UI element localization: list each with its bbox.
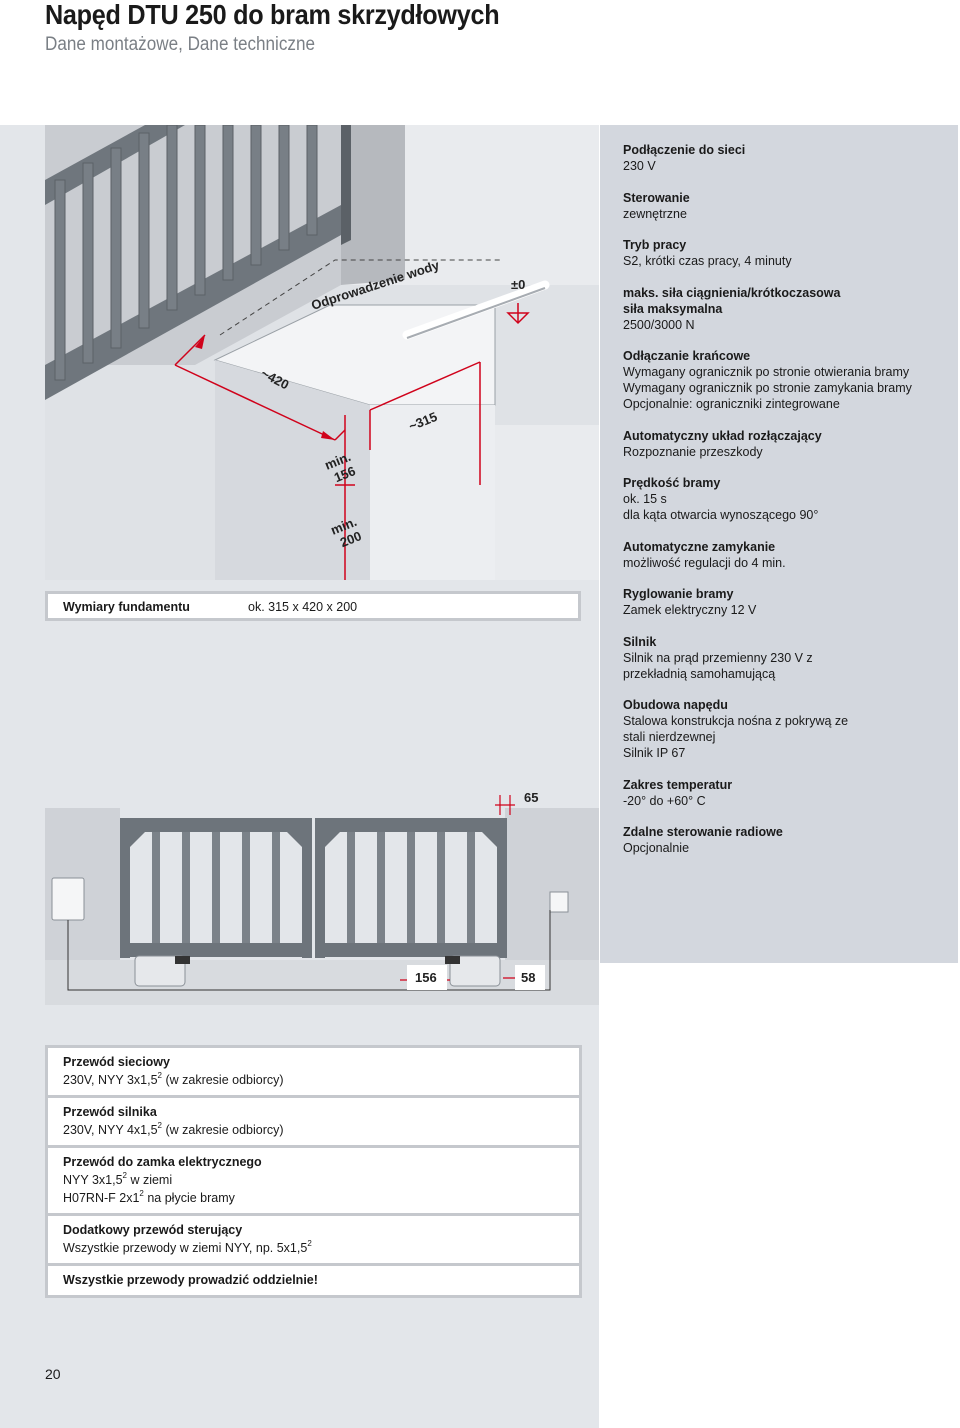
spec-value: zewnętrzne xyxy=(623,206,687,221)
cable-spec: NYY 3x1,52 w ziemi xyxy=(63,1171,173,1188)
spec-value: Wymagany ogranicznik po stronie otwieran… xyxy=(623,365,912,411)
foundation-label: Wymiary fundamentu xyxy=(63,600,190,614)
spec-value: Opcjonalnie xyxy=(623,841,690,855)
foundation-dimensions: Wymiary fundamentu ok. 315 x 420 x 200 xyxy=(45,591,581,621)
cable-spec: H07RN-F 2x12 na płycie bramy xyxy=(63,1189,235,1206)
spec-title: Zdalne sterowanie radiowe xyxy=(623,825,783,839)
spec-value: możliwość regulacji do 4 min. xyxy=(623,555,786,570)
spec-title: Sterowanie xyxy=(623,190,690,205)
cable-title: Przewód sieciowy xyxy=(63,1055,170,1069)
page-subtitle: Dane montażowe, Dane techniczne xyxy=(45,34,315,55)
spec-value: -20° do +60° C xyxy=(623,793,706,808)
cable-table: Przewód sieciowy 230V, NYY 3x1,52 (w zak… xyxy=(45,1045,582,1298)
spec-title: Odłączanie krańcowe xyxy=(623,349,751,363)
spec-item: Zakres temperatur-20° do +60° C xyxy=(623,777,953,809)
spec-value: 2500/3000 N xyxy=(623,317,695,332)
gate-leaf-left xyxy=(120,818,312,958)
cable-title: Przewód silnika xyxy=(63,1105,157,1119)
dim-58-label: 58 xyxy=(521,970,535,985)
spec-title: Automatyczne zamykanie xyxy=(623,539,776,554)
spec-value: Silnik na prąd przemienny 230 V z przekł… xyxy=(623,650,813,681)
spec-item: Podłączenie do sieci 230 V xyxy=(623,142,953,174)
cable-row: Przewód sieciowy 230V, NYY 3x1,52 (w zak… xyxy=(45,1045,582,1095)
spec-value: S2, krótki czas pracy, 4 minuty xyxy=(623,254,792,268)
spec-item: maks. siła ciągnienia/krótkoczasowa siła… xyxy=(623,285,953,333)
spec-item: Prędkość bramy ok. 15 s dla kąta otwarcia… xyxy=(623,475,953,523)
foundation-diagram: Odprowadzenie wody ±0 ~420 ~315 min.156 … xyxy=(45,125,599,580)
spec-title: Silnik xyxy=(623,634,657,649)
spec-value: ok. 15 s dla kąta otwarcia wynoszącego 9… xyxy=(623,492,819,522)
cable-note: Wszystkie przewody prowadzić oddzielnie! xyxy=(63,1273,318,1287)
spec-title: maks. siła ciągnienia/krótkoczasowa siła… xyxy=(623,285,841,316)
cable-title: Dodatkowy przewód sterujący xyxy=(63,1223,243,1237)
zero-label: ±0 xyxy=(511,277,525,292)
spec-title: Tryb pracy xyxy=(623,238,687,252)
spec-value: Stalowa konstrukcja nośna z pokrywą ze s… xyxy=(623,714,849,760)
spec-value: Zamek elektryczny 12 V xyxy=(623,603,757,617)
spec-value: 230 V xyxy=(623,159,656,173)
spec-title: Automatyczny układ rozłączający xyxy=(623,428,822,443)
cable-row: Przewód do zamka elektrycznego NYY 3x1,5… xyxy=(45,1145,582,1213)
spec-title: Zakres temperatur xyxy=(623,777,733,792)
cable-spec: 230V, NYY 3x1,52 (w zakresie odbiorcy) xyxy=(63,1071,284,1088)
dim-156-bottom-label: 156 xyxy=(415,970,437,985)
cable-row: Dodatkowy przewód sterujący Wszystkie pr… xyxy=(45,1213,582,1263)
gate-leaf-right xyxy=(315,818,507,958)
cable-row: Wszystkie przewody prowadzić oddzielnie! xyxy=(45,1263,582,1298)
spec-value: Rozpoznanie przeszkody xyxy=(623,444,763,459)
dim-65-label: 65 xyxy=(524,790,538,805)
cable-spec: Wszystkie przewody w ziemi NYY, np. 5x1,… xyxy=(63,1239,312,1256)
gate-front-diagram: 65 156 58 xyxy=(45,790,599,1005)
spec-title: Ryglowanie bramy xyxy=(623,587,734,601)
spec-title: Obudowa napędu xyxy=(623,698,728,712)
right-panel xyxy=(600,125,958,963)
page-title: Napęd DTU 250 do bram skrzydłowych xyxy=(45,0,500,30)
cable-spec: 230V, NYY 4x1,52 (w zakresie odbiorcy) xyxy=(63,1121,284,1138)
cable-row: Przewód silnika 230V, NYY 4x1,52 (w zakr… xyxy=(45,1095,582,1145)
cable-title: Przewód do zamka elektrycznego xyxy=(63,1155,262,1169)
page-number: 20 xyxy=(45,1366,61,1382)
foundation-value: ok. 315 x 420 x 200 xyxy=(248,600,358,614)
spec-title: Prędkość bramy xyxy=(623,476,721,490)
spec-title: Podłączenie do sieci xyxy=(623,143,746,157)
